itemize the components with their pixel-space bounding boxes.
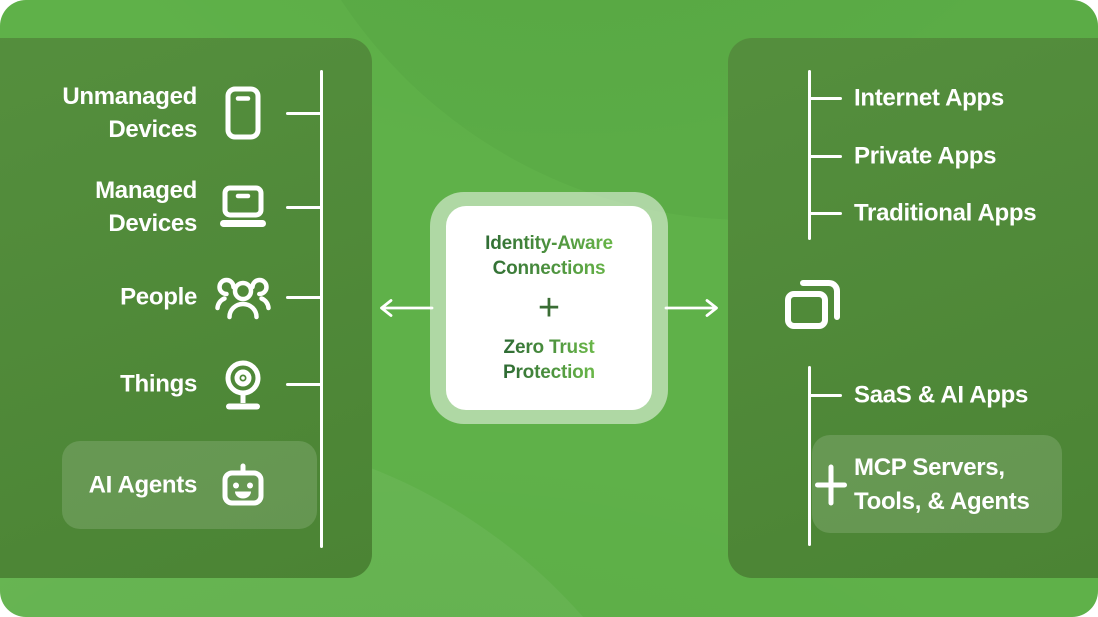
left-item-label: AI Agents bbox=[88, 471, 198, 499]
connector-tick bbox=[808, 393, 842, 397]
right-item-label: Traditional Apps bbox=[854, 199, 1037, 227]
webcam-icon bbox=[225, 360, 261, 410]
left-item-label: People bbox=[120, 283, 197, 311]
plus-icon bbox=[815, 464, 847, 506]
connector-tick bbox=[808, 211, 842, 215]
laptop-icon bbox=[220, 185, 266, 227]
mcp-highlight-box bbox=[812, 435, 1062, 533]
phone-icon bbox=[225, 86, 261, 140]
identity-aware-connections-label: Identity-Aware Connections bbox=[459, 231, 639, 281]
stacked-windows-icon bbox=[785, 280, 840, 329]
zero-trust-protection-label: Zero Trust Protection bbox=[489, 335, 609, 385]
center-card: Identity-Aware Connections + Zero Trust … bbox=[446, 206, 652, 410]
connector-tick bbox=[286, 295, 322, 299]
left-arrow-icon bbox=[380, 299, 434, 317]
center-card-halo: Identity-Aware Connections + Zero Trust … bbox=[430, 192, 668, 424]
right-item-label: MCP Servers, Tools, & Agents bbox=[854, 454, 1030, 515]
right-item-label: Private Apps bbox=[854, 142, 997, 170]
connector-tick bbox=[286, 111, 322, 115]
left-item-label: Things bbox=[120, 370, 197, 398]
right-connector-line-bottom bbox=[808, 366, 811, 546]
people-icon bbox=[215, 277, 271, 320]
left-item-label: Unmanaged Devices bbox=[62, 83, 197, 143]
ai-agents-highlight-box bbox=[62, 441, 317, 529]
connector-tick bbox=[808, 154, 842, 158]
connector-tick bbox=[286, 382, 322, 386]
plus-symbol: + bbox=[537, 287, 561, 329]
right-item-label: Internet Apps bbox=[854, 84, 1004, 112]
left-item-label: Managed Devices bbox=[95, 177, 197, 237]
connector-tick bbox=[286, 205, 322, 209]
left-connector-line bbox=[320, 70, 323, 548]
robot-icon bbox=[222, 463, 264, 506]
right-arrow-icon bbox=[664, 299, 718, 317]
right-panel-destinations: Internet Apps Private Apps Traditional A… bbox=[728, 38, 1098, 578]
right-item-label: SaaS & AI Apps bbox=[854, 381, 1029, 409]
connector-tick bbox=[808, 96, 842, 100]
left-panel-sources: Unmanaged Devices Managed Devices People bbox=[0, 38, 372, 578]
